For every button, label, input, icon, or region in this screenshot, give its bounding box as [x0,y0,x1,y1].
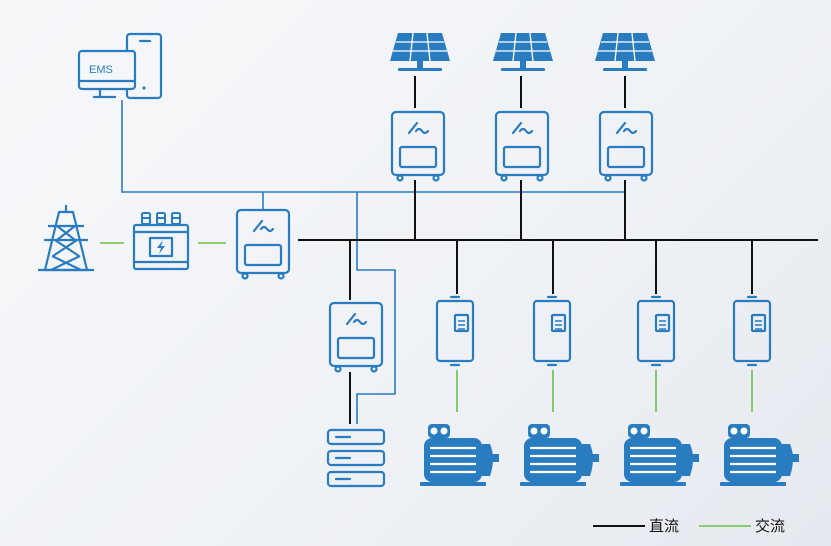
motor-2-icon [518,422,601,488]
legend-dc-label: 直流 [649,517,679,535]
ems-computer-icon: EMS [77,32,163,100]
transmission-tower-icon [38,205,94,272]
solar-panel-3-icon [594,32,656,72]
battery-rack-icon [326,428,386,488]
solar-panel-2-icon [492,32,554,72]
ems-label: EMS [89,64,113,76]
solar-panel-1-icon [389,32,451,72]
grid-pcs-inverter-icon [235,208,291,280]
pv-inverter-1-icon [390,110,446,182]
vfd-2-icon [532,295,572,367]
motor-1-icon [418,422,501,488]
motor-4-icon [718,422,801,488]
vfd-4-icon [732,295,772,367]
motor-3-icon [618,422,701,488]
vfd-3-icon [636,295,676,367]
ems-storage-comm-line [356,192,396,424]
pv-inverter-2-icon [494,110,550,182]
transformer-icon [132,212,190,271]
legend-ac-label: 交流 [755,517,785,535]
legend: 直流 交流 [593,517,785,535]
pv-inverter-3-icon [598,110,654,182]
storage-pcs-inverter-icon [328,301,384,373]
vfd-1-icon [435,295,475,367]
ems-comm-line [121,100,625,193]
